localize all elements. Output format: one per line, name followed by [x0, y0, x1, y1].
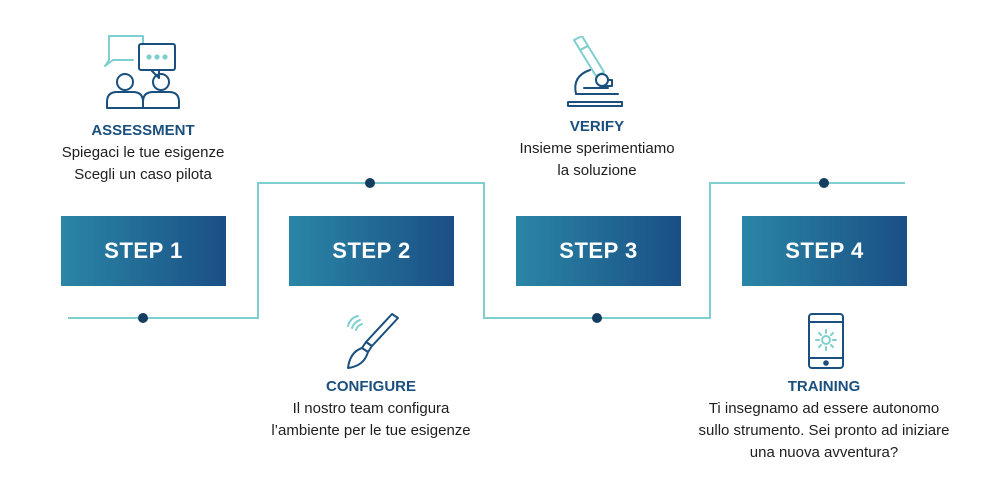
step-2-line-1: Il nostro team configura [292, 400, 450, 417]
step-1-line-2: Scegli un caso pilota [74, 166, 212, 183]
microscope-icon [567, 36, 623, 107]
step-2-caption: CONFIGURE Il nostro team configura l’amb… [231, 378, 511, 442]
step-4-line-2: sullo strumento. Sei pronto ad iniziare [698, 422, 950, 439]
step-1-title: ASSESSMENT [91, 122, 195, 139]
smartphone-gear-icon [808, 313, 844, 369]
step-3-line-2: la soluzione [557, 162, 637, 179]
step-3-title: VERIFY [569, 118, 625, 135]
step-2-box: STEP 2 [289, 216, 454, 286]
step-1-line-1: Spiegaci le tue esigenze [61, 144, 225, 161]
timeline-dot-2 [365, 178, 375, 188]
step-4-title: TRAINING [787, 378, 861, 395]
timeline-dot-1 [138, 313, 148, 323]
step-4-caption: TRAINING Ti insegnamo ad essere autonomo… [664, 378, 984, 464]
step-2-title: CONFIGURE [326, 378, 416, 395]
step-2-line-2: l’ambiente per le tue esigenze [271, 422, 471, 439]
consultation-people-icon [104, 35, 180, 109]
step-1-box: STEP 1 [61, 216, 226, 286]
step-3-line-1: Insieme sperimentiamo [519, 140, 675, 157]
timeline-path [68, 182, 905, 319]
step-3-caption: VERIFY Insieme sperimentiamo la soluzion… [467, 118, 727, 182]
timeline-dot-4 [819, 178, 829, 188]
step-4-line-1: Ti insegnamo ad essere autonomo [708, 400, 940, 417]
timeline-dot-3 [592, 313, 602, 323]
paintbrush-icon [347, 313, 399, 369]
step-3-box: STEP 3 [516, 216, 681, 286]
step-4-box: STEP 4 [742, 216, 907, 286]
step-4-line-3: una nuova avventura? [749, 444, 899, 461]
step-1-caption: ASSESSMENT Spiegaci le tue esigenze Sceg… [13, 122, 273, 186]
